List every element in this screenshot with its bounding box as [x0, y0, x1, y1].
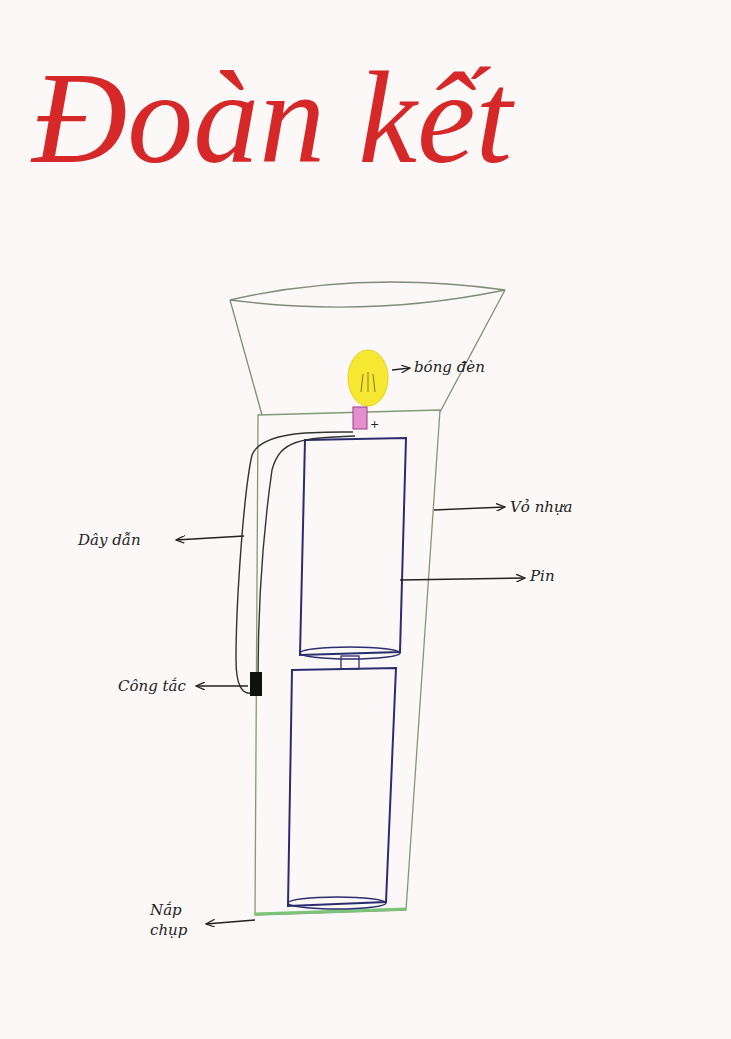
- wire: [236, 432, 353, 693]
- leader-line: [400, 578, 525, 580]
- part-label: Vỏ nhựa: [510, 497, 620, 517]
- leader-line: [206, 920, 255, 924]
- bulb-base: [353, 407, 367, 429]
- title: Đoàn kết: [32, 52, 512, 184]
- leader-line: [392, 368, 410, 370]
- battery-end: [288, 897, 386, 909]
- leader-line: [434, 507, 505, 510]
- bulb-filament: [361, 372, 375, 392]
- part-label: Công tắc: [118, 676, 198, 696]
- leader-line: [176, 536, 244, 540]
- battery-terminal: [341, 656, 359, 669]
- switch: [250, 672, 262, 696]
- battery: [300, 438, 406, 655]
- reflector-side: [230, 300, 262, 415]
- bottom-cap: [255, 909, 406, 914]
- reflector-side: [440, 290, 505, 412]
- part-label: Nắp chụp: [150, 900, 198, 941]
- part-label: Pin: [530, 566, 610, 586]
- part-label: bóng đèn: [414, 357, 524, 377]
- wire: [258, 436, 355, 680]
- reflector-rim: [230, 290, 505, 307]
- plastic-body: [255, 410, 440, 915]
- bulb-glass: [348, 350, 388, 406]
- polarity-sign: +: [370, 418, 390, 433]
- part-label: Dây dẫn: [78, 530, 178, 550]
- leader-line: [196, 685, 248, 686]
- battery-end: [300, 647, 400, 659]
- battery: [288, 668, 396, 906]
